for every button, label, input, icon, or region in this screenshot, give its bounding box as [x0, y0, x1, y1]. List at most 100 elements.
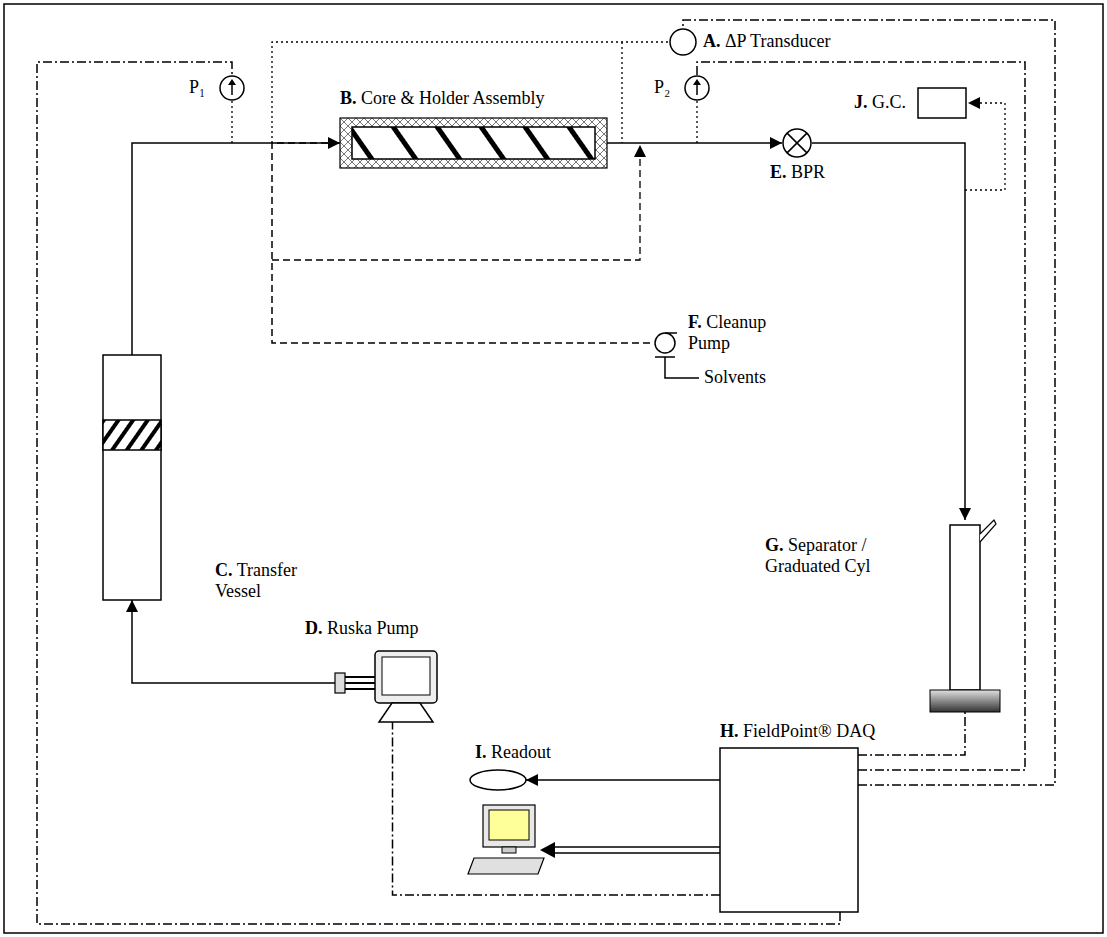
ruska-pump: D. Ruska Pump	[335, 645, 450, 722]
daq-unit-shape	[720, 748, 858, 912]
part-label: B. Core & Holder Assembly	[340, 88, 545, 109]
pump-body	[375, 651, 437, 703]
p1-tap	[231, 101, 232, 143]
daq-unit-outline	[720, 748, 858, 912]
vessel-body	[103, 355, 161, 600]
gas-chromatograph-shape	[918, 88, 966, 118]
pressure-gauge-shape	[684, 75, 710, 101]
readout-display: I. Readout	[470, 770, 526, 790]
p2-tap	[696, 101, 697, 143]
connector	[272, 143, 650, 343]
pump-panel	[382, 657, 430, 695]
connector	[132, 600, 335, 683]
connector	[697, 62, 1025, 770]
valve-circle	[783, 129, 811, 157]
part-label: J. G.C.	[854, 92, 906, 113]
back-pressure-regulator: E. BPR	[782, 128, 812, 158]
pressure-gauge: P₁	[219, 75, 245, 101]
back-pressure-regulator-shape	[782, 128, 812, 158]
valve-cross	[787, 133, 807, 153]
screen	[489, 810, 529, 840]
core-holder-outline	[340, 118, 607, 168]
cleanup-pump-shape	[650, 330, 680, 356]
cylinder-spout	[980, 520, 996, 542]
graduated-cylinder	[950, 525, 980, 690]
holder-sleeve	[340, 118, 607, 168]
pressure-taps	[232, 42, 1005, 190]
connector	[132, 143, 340, 355]
transfer-vessel-shape	[103, 355, 161, 600]
core-holder-shape	[340, 118, 607, 168]
vessel-piston	[103, 420, 161, 450]
connector	[812, 143, 965, 520]
gas-chromatograph-outline	[918, 88, 966, 118]
pump-casing	[655, 333, 675, 353]
separator-cylinder-outline	[930, 520, 1000, 712]
readout-display-shape	[470, 770, 526, 790]
transducer-circle-outline	[670, 29, 696, 55]
part-label: P₂	[654, 77, 670, 98]
separator-cylinder: G. Separator / Graduated Cyl	[930, 520, 1000, 712]
transducer-circle-shape	[669, 28, 697, 56]
part-label: C. Transfer Vessel	[215, 560, 315, 601]
keyboard	[468, 858, 544, 874]
readout-oval	[470, 770, 526, 790]
part-label: P₁	[189, 77, 205, 98]
pressure-gauge: P₂	[684, 75, 710, 101]
part-label: D. Ruska Pump	[305, 618, 419, 639]
pressure-gauge-outline	[685, 76, 709, 100]
daq-unit: H. FieldPoint® DAQ	[720, 748, 858, 912]
readout-display-outline	[470, 770, 526, 790]
ruska-pump-outline	[335, 651, 437, 722]
cleanup-pump-outline	[655, 333, 677, 353]
transducer-outline	[670, 29, 696, 55]
gc-sample-line	[965, 103, 1005, 190]
computer-icon	[468, 805, 544, 874]
transducer-circle: A. ΔP Transducer	[669, 28, 697, 56]
pump-rods	[345, 677, 375, 689]
part-label: F. Cleanup Pump	[688, 312, 788, 353]
gauge-needle	[696, 84, 698, 95]
double-line	[552, 847, 720, 853]
connector	[683, 20, 1055, 785]
transfer-vessel-outline	[103, 355, 161, 600]
part-label: G. Separator / Graduated Cyl	[765, 535, 915, 576]
pump-stand	[379, 703, 433, 722]
core-holder: B. Core & Holder Assembly	[340, 118, 607, 168]
gauge-needle	[231, 84, 233, 95]
frame	[4, 4, 1103, 933]
monitor-stand	[502, 847, 516, 853]
pressure-gauge-outline	[220, 76, 244, 100]
core-sample	[352, 127, 595, 159]
connector	[393, 722, 721, 895]
part-label: E. BPR	[770, 162, 825, 183]
connector	[607, 142, 782, 144]
connector	[526, 779, 720, 781]
transfer-vessel: C. Transfer Vessel	[103, 355, 161, 600]
gauge-dial	[685, 76, 709, 100]
separator-cylinder-shape	[930, 520, 1000, 712]
part-label: A. ΔP Transducer	[703, 31, 830, 52]
solvent-line	[665, 357, 699, 378]
part-label: I. Readout	[475, 742, 551, 763]
daq-box	[720, 748, 858, 912]
gc-box	[918, 88, 966, 118]
pump-head	[335, 673, 345, 693]
gauge-dial	[220, 76, 244, 100]
ruska-pump-shape	[335, 645, 450, 722]
monitor	[483, 805, 535, 847]
data-link-arrow	[540, 842, 720, 858]
gas-chromatograph: J. G.C.	[918, 88, 966, 118]
pressure-gauge-shape	[219, 75, 245, 101]
gauge-needle-head	[228, 79, 236, 85]
balance-base	[930, 690, 1000, 712]
back-pressure-regulator-outline	[783, 129, 811, 157]
dp-tap-outlet	[621, 42, 622, 143]
arrow-head	[540, 842, 555, 858]
solvent-feed	[655, 357, 699, 378]
pump-outlet	[665, 332, 677, 334]
gauge-needle-head	[693, 79, 701, 85]
cleanup-pump: F. Cleanup Pump	[650, 330, 680, 356]
part-label: H. FieldPoint® DAQ	[720, 721, 875, 742]
supply-label: Solvents	[704, 367, 766, 388]
